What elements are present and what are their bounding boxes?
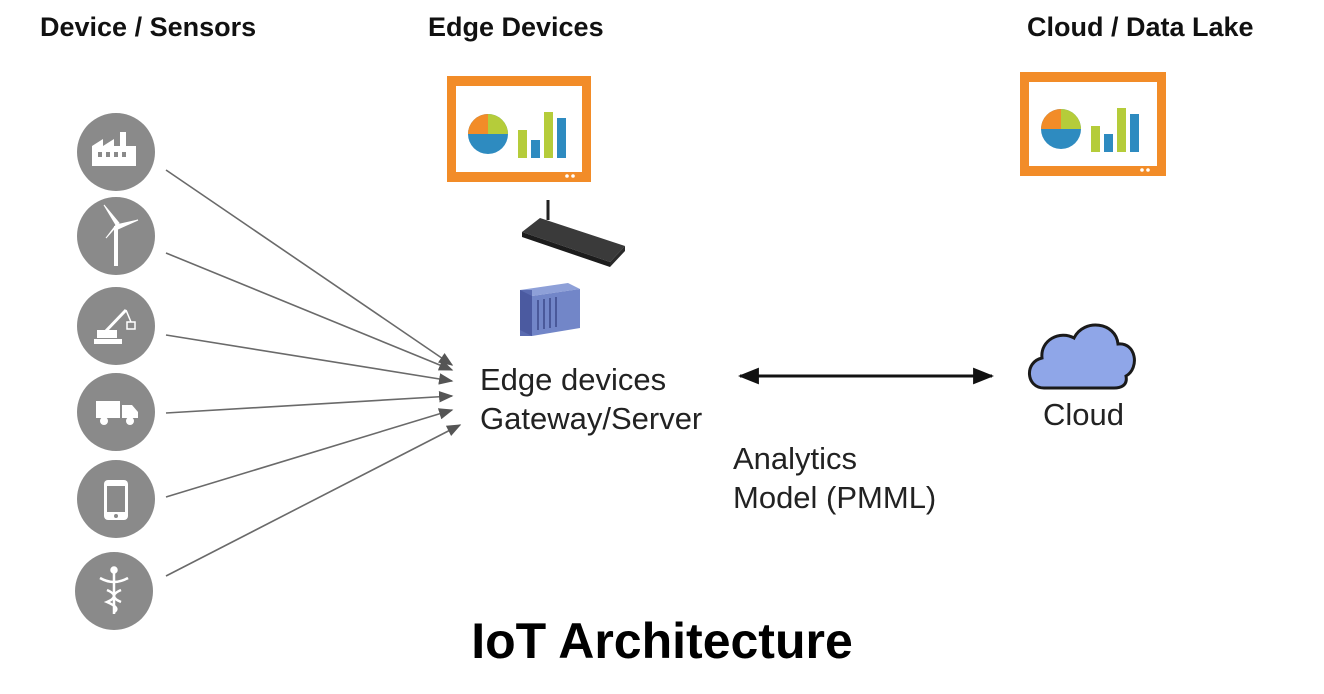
analytics-label: Analytics Model (PMML) (733, 439, 936, 517)
sensor-truck (77, 373, 155, 451)
edge-dashboard-monitor-icon (447, 76, 591, 182)
edge-node-line1: Edge devices (480, 362, 667, 397)
truck-icon (96, 401, 138, 425)
analytics-line2: Model (PMML) (733, 480, 937, 515)
column-header-cloud: Cloud / Data Lake (1027, 12, 1254, 42)
arrow-smartphone (165, 408, 454, 498)
sensor-smartphone (77, 460, 155, 538)
router-icon (522, 200, 625, 267)
column-header-edge: Edge Devices (428, 12, 604, 42)
sensor-factory (77, 113, 155, 191)
smartphone-icon (104, 480, 128, 520)
factory-icon (92, 132, 136, 166)
server-icon (520, 283, 580, 336)
sensor-arrows (165, 169, 462, 577)
caduceus-icon (99, 566, 129, 614)
sensor-crane (77, 287, 155, 365)
column-header-sensors: Device / Sensors (40, 12, 257, 42)
wind-turbine-icon (103, 204, 139, 266)
crane-icon (94, 308, 136, 344)
sensor-caduceus (75, 552, 153, 630)
edge-node-label: Edge devices Gateway/Server (480, 360, 702, 438)
analytics-line1: Analytics (733, 441, 858, 476)
sensor-wind-turbine (77, 197, 155, 275)
cloud-dashboard-monitor-icon (1020, 72, 1166, 176)
arrow-factory (165, 169, 454, 366)
page-title: IoT Architecture (471, 613, 853, 669)
arrow-truck (165, 391, 454, 414)
arrow-wind-turbine (165, 252, 454, 371)
cloud-icon (1028, 323, 1136, 390)
arrow-caduceus (165, 424, 462, 577)
cloud-node-label: Cloud (1043, 397, 1124, 432)
edge-node-line2: Gateway/Server (480, 401, 703, 436)
arrow-crane (165, 334, 454, 385)
